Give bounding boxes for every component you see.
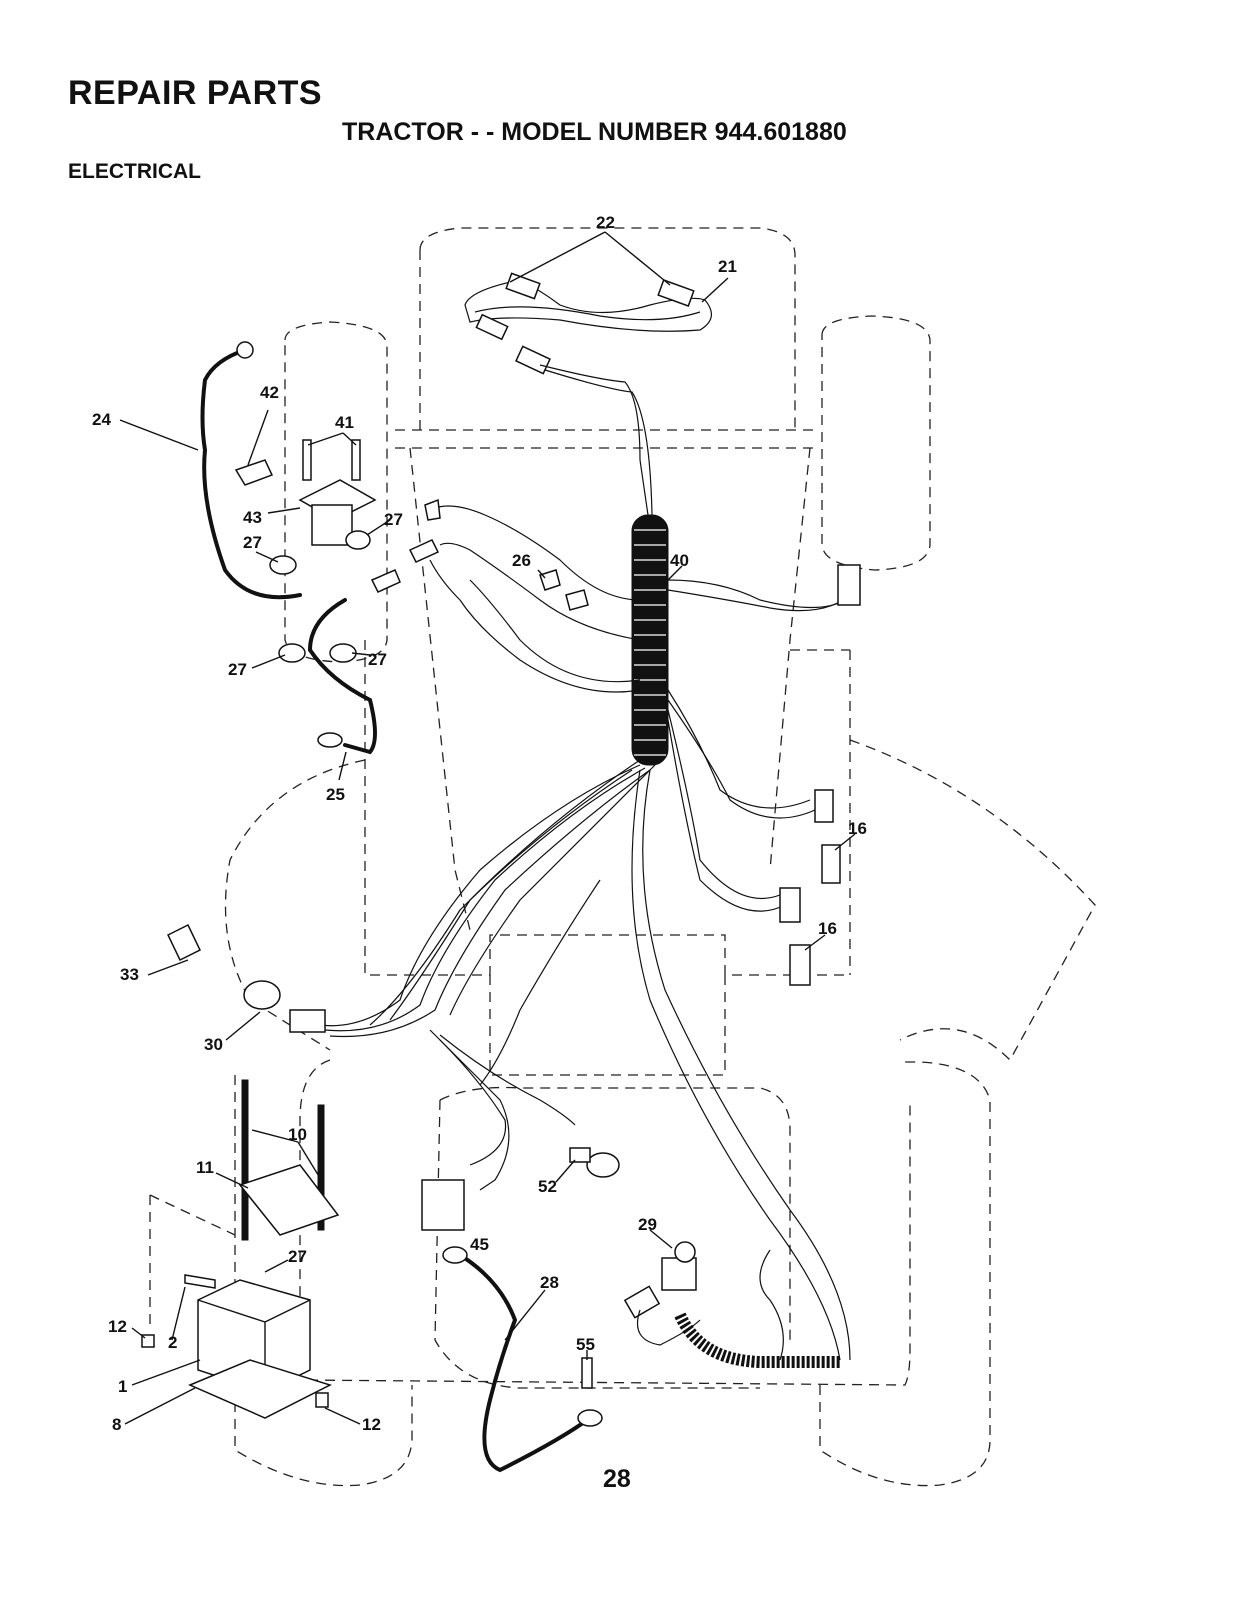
cable-28 — [460, 1255, 590, 1470]
callout-21: 21 — [718, 257, 737, 276]
callout-27e: 27 — [288, 1247, 307, 1266]
callout-22: 22 — [596, 213, 615, 232]
callout-16a: 16 — [848, 819, 867, 838]
callout-45: 45 — [470, 1235, 489, 1254]
callout-30: 30 — [204, 1035, 223, 1054]
callout-27b: 27 — [384, 510, 403, 529]
harness-wires — [320, 506, 855, 1360]
headlight-harness — [465, 273, 711, 515]
callout-52: 52 — [538, 1177, 557, 1196]
callout-24: 24 — [92, 410, 111, 429]
callout-16b: 16 — [818, 919, 837, 938]
callout-29: 29 — [638, 1215, 657, 1234]
callout-8: 8 — [112, 1415, 121, 1434]
callout-42: 42 — [260, 383, 279, 402]
callout-2: 2 — [168, 1333, 177, 1352]
callout-1: 1 — [118, 1377, 127, 1396]
callout-27d: 27 — [368, 650, 387, 669]
callout-33: 33 — [120, 965, 139, 984]
callout-numbers: 22 21 42 41 24 43 27 27 27 27 26 40 25 1… — [92, 213, 867, 1434]
callout-41: 41 — [335, 413, 354, 432]
callout-27a: 27 — [243, 533, 262, 552]
callout-12a: 12 — [108, 1317, 127, 1336]
callout-26: 26 — [512, 551, 531, 570]
page-number: 28 — [603, 1465, 631, 1494]
callout-12b: 12 — [362, 1415, 381, 1434]
callout-28: 28 — [540, 1273, 559, 1292]
callout-55: 55 — [576, 1335, 595, 1354]
callout-43: 43 — [243, 508, 262, 527]
callout-25: 25 — [326, 785, 345, 804]
callout-27c: 27 — [228, 660, 247, 679]
callout-11: 11 — [196, 1158, 214, 1177]
callout-40: 40 — [670, 551, 689, 570]
rear-coil-wire — [625, 1286, 840, 1362]
callout-10: 10 — [288, 1125, 307, 1144]
